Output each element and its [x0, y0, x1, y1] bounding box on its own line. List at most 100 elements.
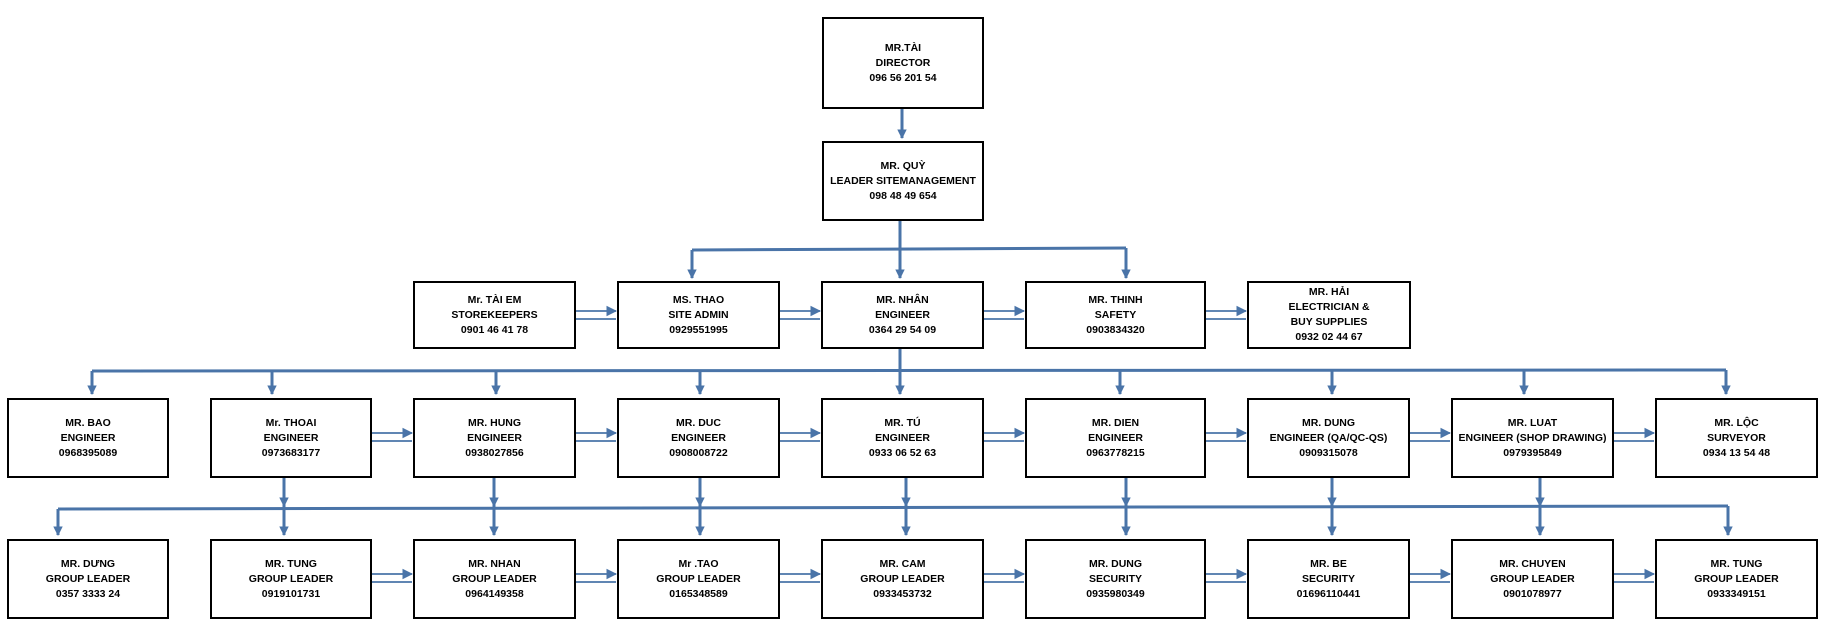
node-name: MR. NHAN	[468, 557, 521, 570]
node-role: SECURITY	[1088, 572, 1143, 585]
node-phone: 0901 46 41 78	[460, 323, 529, 336]
node-role: GROUP LEADER	[1694, 572, 1779, 585]
node-role: ENGINEER	[467, 431, 522, 444]
node-name: MR. THINH	[1088, 293, 1143, 306]
node-name: MR. DƯNG	[60, 557, 116, 570]
node-phone: 0934 13 54 48	[1702, 446, 1771, 459]
node-name: MR.TÀI	[884, 41, 922, 54]
row3-drop-arrows	[87, 370, 1731, 395]
node-name: MR. BE	[1310, 557, 1347, 570]
node-role: GROUP LEADER	[1490, 572, 1575, 585]
node-engineer-shop-drawing: MR. LUAT ENGINEER (SHOP DRAWING) 0979395…	[1451, 398, 1614, 478]
node-role: SECURITY	[1301, 572, 1356, 585]
node-electrician: MR. HẢI ELECTRICIAN & BUY SUPPLIES 0932 …	[1247, 281, 1411, 349]
node-phone: 0964149358	[465, 587, 524, 600]
node-phone: 01696110441	[1296, 587, 1361, 600]
node-phone: 0929551995	[669, 323, 728, 336]
node-phone: 0933 06 52 63	[868, 446, 937, 459]
node-name: MR. QUỲ	[880, 159, 926, 172]
node-role: ENGINEER	[875, 308, 930, 321]
node-name: Mr .TAO	[678, 557, 719, 570]
node-engineer-bao: MR. BAO ENGINEER 0968395089	[7, 398, 169, 478]
node-role: ENGINEER (SHOP DRAWING)	[1458, 431, 1607, 444]
node-role: ENGINEER (QA/QC-QS)	[1269, 431, 1388, 444]
node-group-leader-chuyen: MR. CHUYEN GROUP LEADER 0901078977	[1451, 539, 1614, 619]
node-role: DIRECTOR	[875, 56, 931, 69]
connector-row3-bus	[91, 368, 1727, 373]
row3-to-bus-stubs	[279, 478, 1545, 507]
node-leader-site-management: MR. QUỲ LEADER SITEMANAGEMENT 098 48 49 …	[822, 141, 984, 221]
node-name: MR. DUC	[676, 416, 721, 429]
node-name: MR. DUNG	[1301, 416, 1356, 429]
node-name: MR. HUNG	[467, 416, 522, 429]
node-role: ENGINEER	[60, 431, 116, 444]
node-engineer-thoai: Mr. THOAI ENGINEER 0973683177	[210, 398, 372, 478]
node-phone: 0919101731	[261, 587, 321, 600]
node-engineer-duc: MR. DUC ENGINEER 0908008722	[617, 398, 780, 478]
node-role: LEADER SITEMANAGEMENT	[830, 174, 976, 187]
node-name: MR. DIEN	[1091, 416, 1140, 429]
node-phone: 0357 3333 24	[55, 587, 121, 600]
node-engineer-hung: MR. HUNG ENGINEER 0938027856	[413, 398, 576, 478]
node-phone: 0979395849	[1503, 446, 1562, 459]
node-security-be: MR. BE SECURITY 01696110441	[1247, 539, 1410, 619]
node-phone: 0901078977	[1503, 587, 1562, 600]
node-phone: 0963778215	[1086, 446, 1145, 459]
node-storekeepers: Mr. TÀI EM STOREKEEPERS 0901 46 41 78	[413, 281, 576, 349]
node-group-leader-dung: MR. DƯNG GROUP LEADER 0357 3333 24	[7, 539, 169, 619]
node-phone: 0933453732	[873, 587, 932, 600]
node-engineer-qa-qc: MR. DUNG ENGINEER (QA/QC-QS) 0909315078	[1247, 398, 1410, 478]
row4-drop-arrows	[53, 506, 1733, 536]
row4-double-arrows	[372, 568, 1656, 583]
node-engineer-nhan: MR. NHÂN ENGINEER 0364 29 54 09	[821, 281, 984, 349]
node-director: MR.TÀI DIRECTOR 096 56 201 54	[822, 17, 984, 109]
node-name: MR. TUNG	[265, 557, 317, 570]
node-phone: 0165348589	[669, 587, 728, 600]
node-name: MR. TÚ	[884, 416, 921, 429]
connector-row2-bus	[691, 246, 1127, 252]
node-name: MR. LỘC	[1714, 416, 1759, 429]
node-group-leader-tao: Mr .TAO GROUP LEADER 0165348589	[617, 539, 780, 619]
node-surveyor: MR. LỘC SURVEYOR 0934 13 54 48	[1655, 398, 1818, 478]
node-name: MR. NHÂN	[876, 293, 929, 306]
node-site-admin: MS. THAO SITE ADMIN 0929551995	[617, 281, 780, 349]
node-engineer-dien: MR. DIEN ENGINEER 0963778215	[1025, 398, 1206, 478]
node-phone: 096 56 201 54	[869, 71, 937, 84]
node-role: STOREKEEPERS	[451, 308, 538, 321]
node-role: ENGINEER	[875, 431, 930, 444]
node-name: MS. THAO	[672, 293, 725, 306]
row2-double-arrows	[576, 305, 1248, 320]
node-safety: MR. THINH SAFETY 0903834320	[1025, 281, 1206, 349]
node-role: GROUP LEADER	[45, 572, 131, 585]
node-role: SURVEYOR	[1707, 431, 1766, 444]
node-role: ELECTRICIAN &	[1288, 301, 1370, 313]
node-name: Mr. THOAI	[265, 416, 317, 429]
node-group-leader-tung-2: MR. TUNG GROUP LEADER 0933349151	[1655, 539, 1818, 619]
node-group-leader-cam: MR. CAM GROUP LEADER 0933453732	[821, 539, 984, 619]
node-role: GROUP LEADER	[860, 572, 945, 585]
node-name: MR. CHUYEN	[1499, 557, 1566, 570]
node-role: ENGINEER	[671, 431, 726, 444]
node-name: MR. LUAT	[1507, 416, 1558, 429]
node-name: MR. CAM	[879, 557, 926, 570]
node-phone: 0938027856	[465, 446, 524, 459]
node-phone: 0968395089	[58, 446, 118, 459]
node-role: SAFETY	[1094, 308, 1137, 321]
node-group-leader-tung: MR. TUNG GROUP LEADER 0919101731	[210, 539, 372, 619]
node-role: GROUP LEADER	[248, 572, 334, 585]
node-role: GROUP LEADER	[656, 572, 741, 585]
connector-row4-bus	[57, 504, 1729, 511]
node-phone: 0973683177	[261, 446, 321, 459]
node-phone: 098 48 49 654	[869, 189, 937, 202]
node-phone: 0364 29 54 09	[868, 323, 937, 336]
node-role: GROUP LEADER	[452, 572, 537, 585]
node-role-line2: BUY SUPPLIES	[1290, 316, 1368, 328]
node-name: MR. TUNG	[1710, 557, 1763, 570]
node-role: SITE ADMIN	[668, 308, 729, 321]
node-phone: 0933349151	[1707, 587, 1766, 600]
node-name: MR. BAO	[65, 416, 111, 429]
node-name: MR. DUNG	[1088, 557, 1143, 570]
node-role: ENGINEER	[263, 431, 319, 444]
node-phone: 0932 02 44 67	[1295, 331, 1363, 343]
